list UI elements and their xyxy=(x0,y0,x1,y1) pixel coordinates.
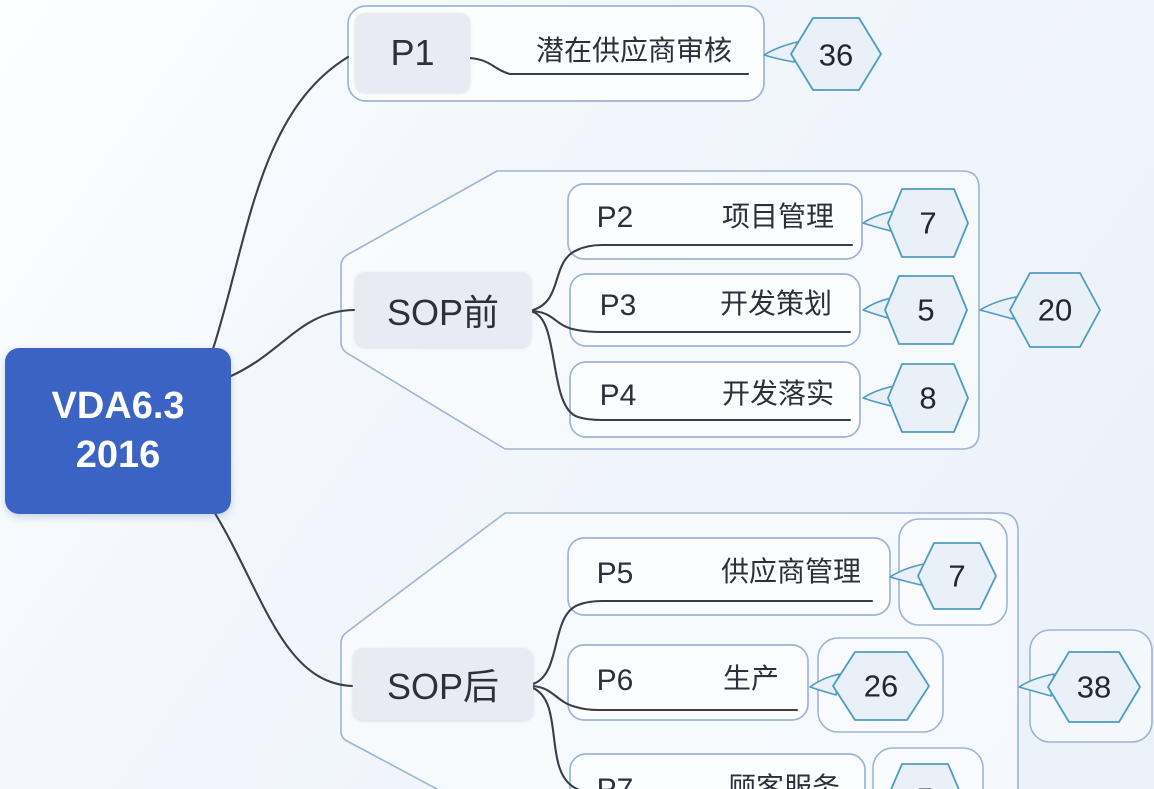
branch-node-sop-pre-label: SOP前 xyxy=(386,291,500,333)
connector-sop-pre-p4 xyxy=(531,310,852,422)
connector-sop-post-p7 xyxy=(531,686,580,789)
child-topic-p5[interactable]: 供应商管理 xyxy=(720,556,862,587)
score-value-sop-pre-total: 20 xyxy=(1037,292,1073,328)
connector-sop-post-p6 xyxy=(531,684,799,712)
child-topic-p7[interactable]: 顾客服务 xyxy=(727,772,841,789)
child-topic-p3[interactable]: 开发策划 xyxy=(719,288,833,319)
child-label-p4[interactable]: P4 xyxy=(599,379,637,412)
branch-node-sop-post[interactable]: SOP后 xyxy=(353,648,533,720)
node-box-p4[interactable] xyxy=(569,361,861,438)
root-node[interactable]: VDA6.3 2016 xyxy=(5,348,231,514)
node-box-p7[interactable] xyxy=(569,753,866,789)
connector-p1-topic xyxy=(468,56,750,76)
branch-node-p1-label: P1 xyxy=(390,31,435,73)
connector-sop-pre-p2 xyxy=(531,243,854,312)
child-topic-p4[interactable]: 开发落实 xyxy=(721,378,835,409)
connector-sop-pre-p3 xyxy=(531,309,852,334)
connector-sop-post-p5 xyxy=(531,599,874,686)
score-value-p2: 7 xyxy=(919,205,937,241)
child-label-p5[interactable]: P5 xyxy=(596,557,634,590)
score-value-p6: 26 xyxy=(863,668,899,704)
score-hexagon-p1[interactable] xyxy=(790,17,882,91)
score-value-sop-post-total: 38 xyxy=(1076,669,1112,705)
root-title-line1: VDA6.3 xyxy=(51,384,185,427)
child-label-p7[interactable]: P7 xyxy=(597,775,634,789)
score-hexagon-p7[interactable] xyxy=(887,763,963,789)
score-value-p5: 7 xyxy=(948,558,966,594)
score-hexagon-p6[interactable] xyxy=(832,651,930,721)
connector-root-sop-pre xyxy=(229,308,356,378)
node-box-p2[interactable] xyxy=(567,183,863,260)
child-label-p3[interactable]: P3 xyxy=(599,289,637,322)
branch-node-sop-pre[interactable]: SOP前 xyxy=(355,272,531,347)
connector-root-p1 xyxy=(211,55,350,351)
score-value-p7: 5 xyxy=(916,784,933,789)
score-value-p4: 8 xyxy=(919,380,937,416)
node-box-p6[interactable] xyxy=(567,644,809,721)
score-value-p1: 36 xyxy=(818,37,854,73)
child-label-p2[interactable]: P2 xyxy=(596,201,634,234)
topic-p1[interactable]: 潜在供应商审核 xyxy=(535,35,733,66)
child-topic-p6[interactable]: 生产 xyxy=(722,663,780,694)
score-hexagon-sop-pre-total[interactable] xyxy=(1009,272,1101,348)
score-hexagon-p5[interactable] xyxy=(917,542,997,610)
connector-root-sop-post xyxy=(211,508,354,688)
branch-node-p1[interactable]: P1 xyxy=(355,13,470,92)
node-box-p3[interactable] xyxy=(569,273,861,347)
branch-node-sop-post-label: SOP后 xyxy=(386,666,500,707)
score-hexagon-sop-post-total[interactable] xyxy=(1047,651,1141,723)
score-value-p3: 5 xyxy=(917,292,935,328)
root-title-line2: 2016 xyxy=(75,434,161,476)
score-hexagon-p4[interactable] xyxy=(887,363,969,433)
score-hexagon-p3[interactable] xyxy=(884,275,968,345)
child-topic-p2[interactable]: 项目管理 xyxy=(721,201,835,232)
child-label-p6[interactable]: P6 xyxy=(596,664,634,697)
score-hexagon-p2[interactable] xyxy=(887,188,969,258)
